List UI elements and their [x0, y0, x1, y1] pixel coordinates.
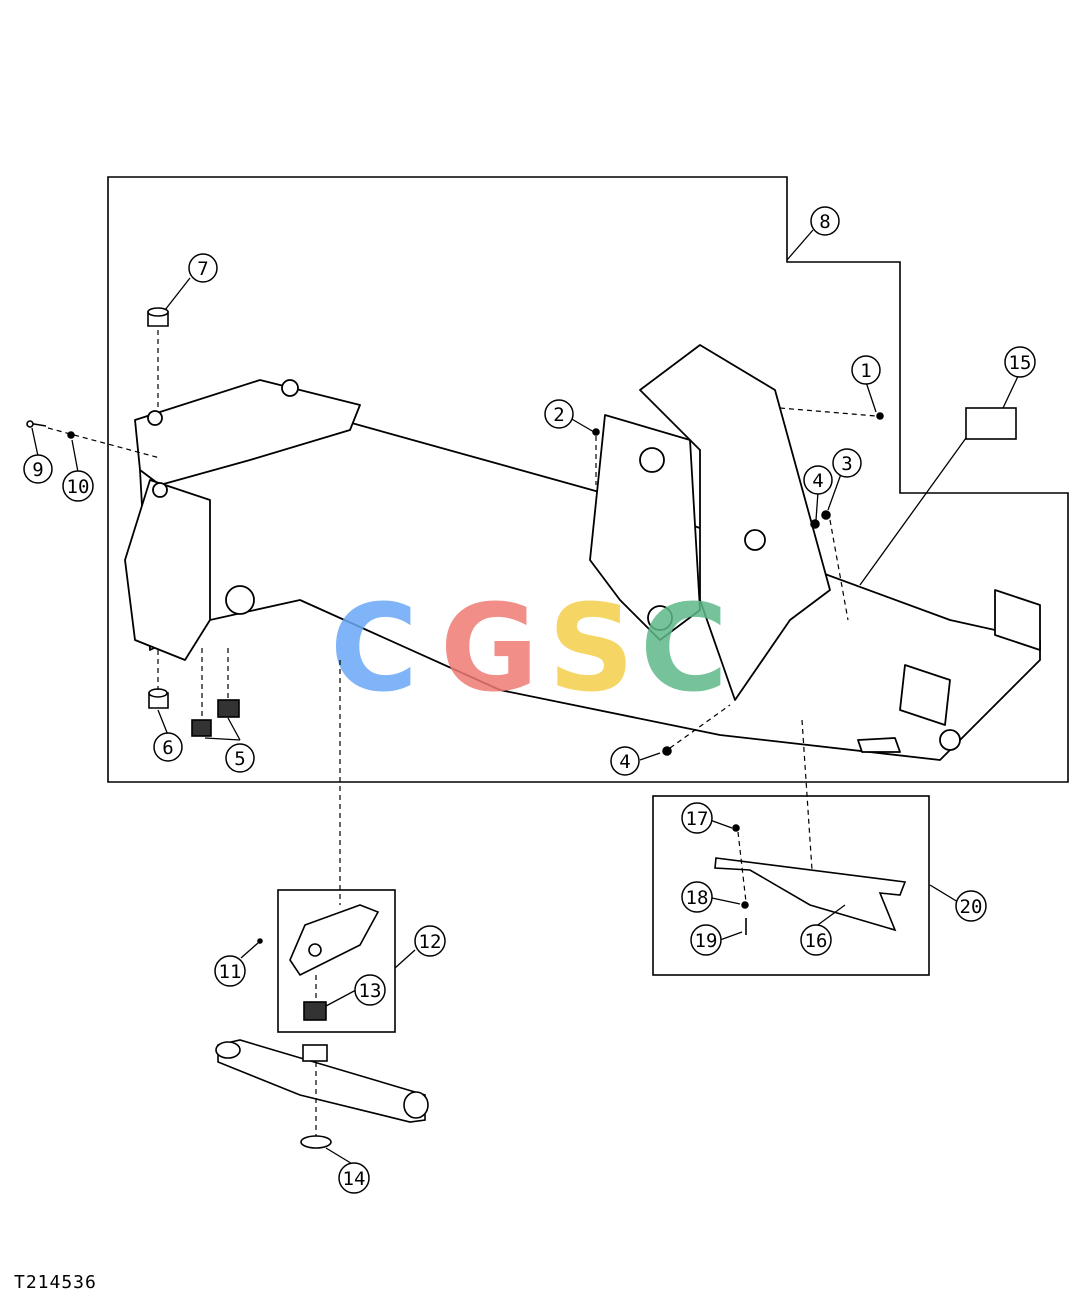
callout-17: 17 [681, 802, 713, 834]
callout-4-upper: 4 [803, 465, 833, 495]
callout-20: 20 [955, 890, 987, 922]
callout-19: 19 [690, 924, 722, 956]
part-3-nut [821, 510, 831, 520]
callout-13: 13 [354, 974, 386, 1006]
svg-text:14: 14 [343, 1168, 366, 1190]
callouts: 1 2 3 4 4 5 6 7 8 9 10 11 12 13 14 15 16… [23, 206, 1036, 1194]
group-12-boundary [277, 889, 396, 1033]
watermark-letter-s: S [548, 580, 634, 719]
svg-text:18: 18 [686, 887, 709, 909]
part-5-spring-a [191, 719, 212, 737]
part-14-axle [217, 1039, 426, 1123]
callout-16: 16 [800, 924, 832, 956]
leader-lines [31, 229, 1021, 1166]
watermark-letter-c2: C [640, 580, 728, 719]
watermark-letter-c1: C [330, 580, 418, 719]
svg-text:16: 16 [805, 930, 828, 952]
svg-text:3: 3 [841, 453, 852, 475]
svg-text:19: 19 [695, 930, 718, 952]
svg-text:1: 1 [860, 360, 871, 382]
callout-5: 5 [225, 743, 255, 773]
part-14-washer [300, 1135, 332, 1149]
part-18-washer [741, 901, 749, 909]
callout-10: 10 [62, 470, 94, 502]
figure-id: T214536 [14, 1272, 97, 1293]
svg-text:9: 9 [32, 459, 43, 481]
svg-text:4: 4 [619, 751, 630, 773]
part-16-guard [714, 857, 907, 932]
svg-text:4: 4 [812, 470, 823, 492]
main-frame [124, 344, 1041, 761]
main-group-boundary [107, 176, 1069, 783]
svg-text:13: 13 [359, 980, 382, 1002]
part-4-fastener-top [810, 519, 820, 529]
callout-7: 7 [188, 253, 218, 283]
callout-12: 12 [414, 925, 446, 957]
callout-11: 11 [214, 955, 246, 987]
svg-text:7: 7 [197, 258, 208, 280]
callout-6: 6 [153, 732, 183, 762]
svg-text:10: 10 [67, 476, 90, 498]
assembly-lines [47, 330, 877, 1136]
callout-18: 18 [681, 881, 713, 913]
svg-text:2: 2 [553, 404, 564, 426]
callout-2: 2 [544, 399, 574, 429]
svg-text:17: 17 [686, 808, 709, 830]
callout-14: 14 [338, 1162, 370, 1194]
loose-parts [26, 307, 907, 1149]
callout-8: 8 [810, 206, 840, 236]
callout-15: 15 [1004, 346, 1036, 378]
svg-text:11: 11 [219, 961, 242, 983]
part-17-bolt [732, 824, 740, 832]
watermark-letter-g: G [440, 580, 539, 719]
svg-text:15: 15 [1009, 352, 1032, 374]
callout-4-lower: 4 [610, 746, 640, 776]
callout-9: 9 [23, 454, 53, 484]
svg-text:12: 12 [419, 931, 442, 953]
callout-3: 3 [832, 448, 862, 478]
part-11-pin [257, 938, 263, 944]
part-12-mount [289, 904, 380, 977]
svg-text:6: 6 [162, 737, 173, 759]
cgsc-watermark: C G S C [330, 580, 728, 719]
callout-1: 1 [851, 355, 881, 385]
part-13-bushing [303, 1001, 327, 1021]
svg-text:5: 5 [234, 748, 245, 770]
part-10-nut [67, 431, 75, 439]
group-20-boundary [652, 795, 930, 976]
part-5-spring-b [217, 699, 240, 718]
part-1-bolt [876, 412, 884, 420]
part-15-label-box [965, 407, 1017, 440]
part-4-fastener-bottom [662, 746, 672, 756]
svg-text:8: 8 [819, 211, 830, 233]
svg-text:20: 20 [960, 896, 983, 918]
